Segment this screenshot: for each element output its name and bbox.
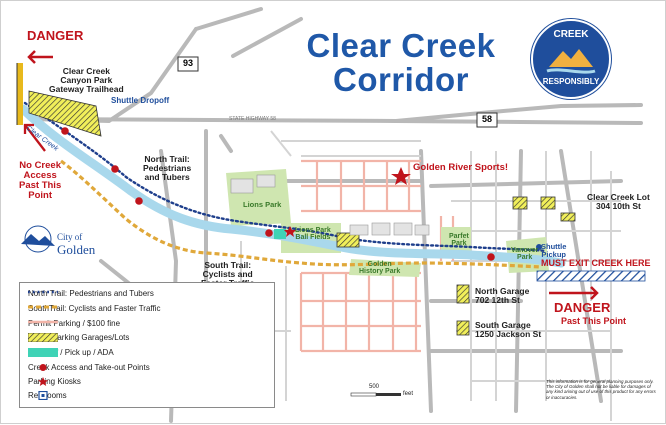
creek-access-pins (61, 127, 495, 261)
danger-right-label: DANGER (554, 300, 611, 315)
legend-item: Restrooms (28, 391, 67, 400)
scale-bar (350, 392, 401, 397)
red-pin-icon (39, 364, 47, 371)
disclaimer-text: This information is for general planning… (546, 379, 656, 400)
shuttle-pickup-label: Shuttle Pickup (541, 242, 567, 259)
golden-logo-label: Golden (57, 242, 96, 257)
dashed-gold-line-icon (28, 305, 58, 309)
road-label: STATE HIGHWAY 58 (229, 116, 276, 122)
pink-line-icon (28, 320, 58, 324)
scale-value-label: 500 (369, 384, 380, 390)
clear-creek-lot-label: Clear Creek Lot 304 10th St (587, 192, 650, 211)
legend-label: North Trail: Pedestrians and Tubers (28, 289, 154, 298)
city-of-label: City of (57, 232, 83, 242)
map-legend: North Trail: Pedestrians and Tubers Sout… (19, 282, 275, 408)
vanover-park-label: Vanover Park (511, 247, 539, 262)
legend-label: Parking Kiosks (28, 377, 81, 386)
lions-park-ballfields-label: Lions Park Ball Fields (295, 227, 331, 242)
title-line-1: Clear Creek (306, 27, 496, 64)
badge-bottom-text: RESPONSIBLY (542, 77, 600, 86)
north-trail-label: North Trail: Pedestrians and Tubers (143, 154, 192, 182)
legend-item: Parking Kiosks (28, 377, 81, 386)
danger-hatch-left (16, 63, 23, 125)
legend-item: North Trail: Pedestrians and Tubers (28, 289, 154, 298)
shuttle-dropoff-label: Shuttle Dropoff (111, 96, 170, 105)
danger-left-label: DANGER (27, 28, 84, 43)
restroom-square-icon (38, 391, 48, 400)
history-park-label: Golden History Park (359, 261, 401, 276)
arrow-danger-left (27, 50, 53, 64)
public-parking-lots (28, 90, 576, 336)
dotted-blue-line-icon (28, 290, 58, 294)
shuttle-pickup-marker (536, 244, 542, 250)
legend-item: Public Parking Garages/Lots (28, 333, 129, 342)
badge-top-text: CREEK (553, 29, 589, 40)
teal-box-icon (28, 348, 58, 357)
south-garage-label: South Garage 1250 Jackson St (475, 320, 542, 339)
legend-label: Permit Parking / $100 fine (28, 319, 121, 328)
legend-item: Permit Parking / $100 fine (28, 319, 120, 328)
golden-river-sports-label: Golden River Sports! (413, 162, 509, 173)
title-line-2: Corridor (333, 60, 469, 98)
legend-label: Creek Access and Take-out Points (28, 363, 150, 372)
map-title: Clear Creek Corridor (271, 29, 531, 96)
legend-item: Creek Access and Take-out Points (28, 363, 150, 372)
south-trail-line (60, 159, 542, 269)
city-logo-mark (21, 225, 55, 253)
north-garage-label: North Garage 702 12th St (475, 286, 530, 305)
arrow-no-access (23, 123, 46, 152)
parking-kiosk-stars (284, 167, 411, 237)
past-point-label: Past This Point (561, 316, 627, 326)
no-access-label: No Creek Access Past This Point (19, 160, 62, 201)
highway-93-shield (177, 56, 199, 72)
legend-item: SouthTrail: Cyclists and Faster Traffic (28, 304, 161, 313)
arrow-danger-right (549, 286, 599, 300)
legend-item: Drop Off / Pick up / ADA (28, 348, 114, 357)
creek-responsibly-badge: CREEK RESPONSIBLY (531, 19, 611, 99)
north-trail-line (23, 101, 548, 253)
yellow-hatch-box-icon (28, 333, 58, 342)
highway-58-shield (476, 112, 498, 128)
lions-park-label: Lions Park (243, 200, 282, 209)
scale-unit-label: feet (403, 391, 414, 397)
highway-58-label: 58 (481, 114, 492, 124)
badge-mountain-icon (546, 49, 596, 74)
legend-label: Drop Off / Pick up / ADA (28, 348, 114, 357)
buildings (230, 174, 430, 236)
must-exit-label: MUST EXIT CREEK HERE (541, 258, 651, 268)
gateway-trailhead-label: Clear Creek Canyon Park Gateway Trailhea… (49, 66, 124, 94)
must-exit-zone (536, 270, 646, 282)
legend-label: Public Parking Garages/Lots (28, 333, 130, 342)
legend-label: SouthTrail: Cyclists and Faster Traffic (28, 304, 161, 313)
parfet-park-label: Parfet Park (449, 233, 469, 248)
highway-93-label: 93 (182, 58, 193, 68)
red-star-icon (38, 377, 48, 386)
dropoff-ada-zone (274, 229, 286, 239)
